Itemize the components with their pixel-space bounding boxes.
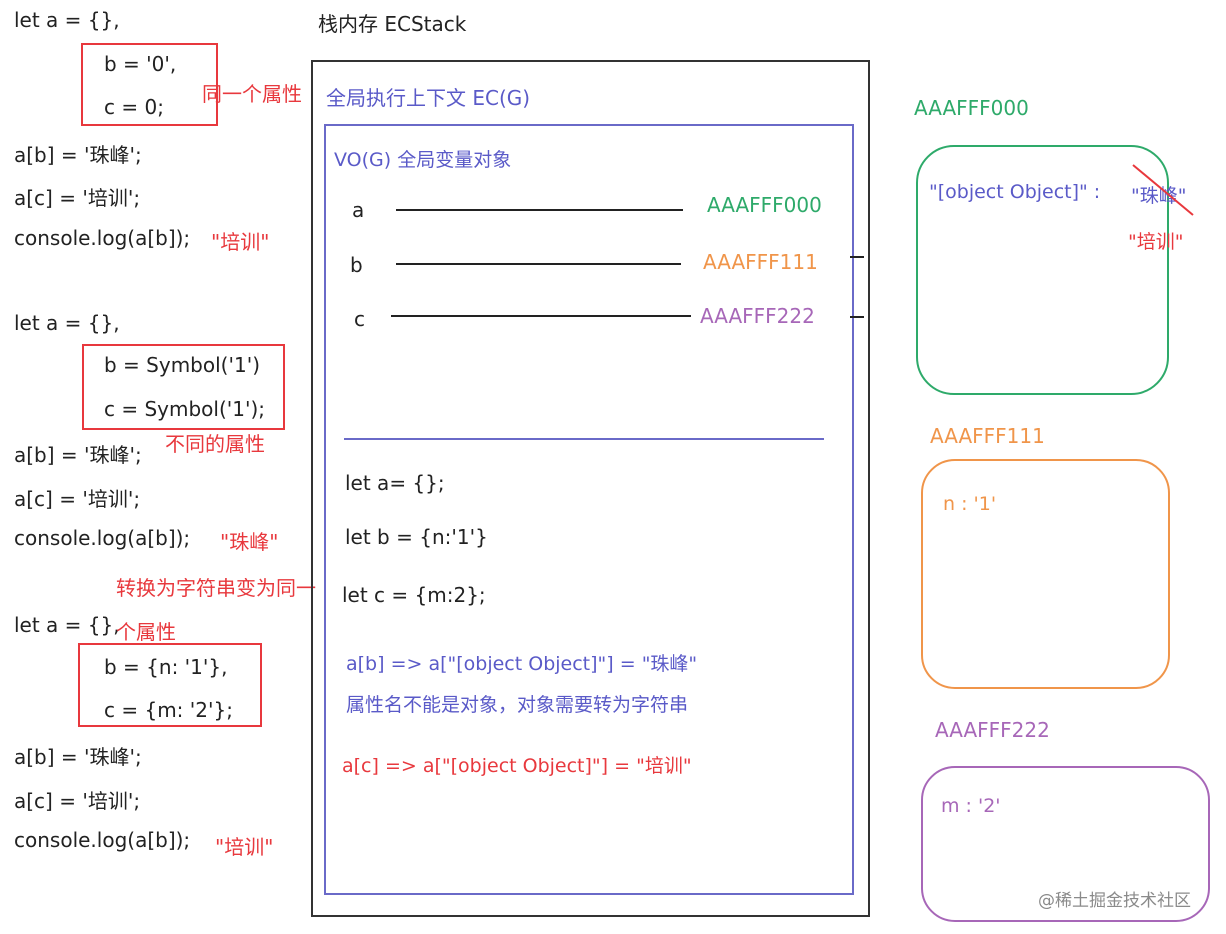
global-ec-box [324,124,854,895]
heap-object-2 [921,766,1210,922]
ecstack-frame [311,60,870,917]
code-line: console.log(a[b]); [14,226,191,250]
code-let-c: let c = {m:2}; [342,583,486,607]
annotation-converted-to-string: 转换为字符串变为同一 [116,576,316,600]
heap-obj0-old-value: "珠峰" [1131,185,1187,207]
watermark: @稀土掘金技术社区 [1038,891,1191,911]
code-line: console.log(a[b]); [14,526,191,550]
heap-obj2-content: m : '2' [941,795,1001,817]
heap-obj0-address: AAAFFF000 [914,96,1029,120]
heap-obj2-address: AAAFFF222 [935,718,1050,742]
code-line: a[b] = '珠峰'; [14,745,142,769]
highlight-box [78,643,262,727]
vo-title: VO(G) 全局变量对象 [334,149,512,171]
heap-obj1-content: n : '1' [943,493,997,515]
annotation-same-property: 同一个属性 [202,82,302,106]
explain-line-2: 属性名不能是对象，对象需要转为字符串 [346,694,689,716]
code-line: c = {m: '2'}; [104,698,233,722]
code-line: a[c] = '培训'; [14,487,141,511]
var-a-label: a [352,198,365,222]
divider [344,438,824,440]
pointer-line-c [391,315,691,317]
code-let-b: let b = {n:'1'} [345,525,488,549]
pointer-line-a [396,209,683,211]
strike-through-mark [1132,164,1194,216]
connector-tick [850,316,864,318]
code-line: let a = {}, [14,8,120,32]
stack-title: 栈内存 ECStack [318,12,467,36]
heap-object-0 [916,145,1169,395]
connector-tick [850,256,864,258]
code-line: let a = {}, [14,311,120,335]
code-line: c = Symbol('1'); [104,397,266,421]
highlight-box [82,344,285,430]
code-let-a: let a= {}; [345,471,445,495]
heap-object-1 [921,459,1170,689]
code-line: a[c] = '培训'; [14,789,141,813]
code-line: console.log(a[b]); [14,828,191,852]
result-output: "培训" [211,230,270,254]
var-c-address: AAAFFF222 [700,304,815,328]
code-line: b = {n: '1'}, [104,655,228,679]
heap-obj0-new-value: "培训" [1128,231,1184,253]
var-a-address: AAAFFF000 [707,193,822,217]
code-line: a[b] = '珠峰'; [14,143,142,167]
pointer-line-b [396,263,681,265]
result-output: "珠峰" [220,530,279,554]
code-line: b = '0', [104,52,177,76]
var-b-address: AAAFFF111 [703,250,818,274]
result-output: "培训" [215,835,274,859]
var-c-label: c [354,307,365,331]
var-b-label: b [350,253,363,277]
heap-obj1-address: AAAFFF111 [930,424,1045,448]
explain-line-1: a[b] => a["[object Object]"] = "珠峰" [346,653,698,675]
code-line: a[c] = '培训'; [14,186,141,210]
code-line: a[b] = '珠峰'; [14,443,142,467]
code-line: b = Symbol('1') [104,353,260,377]
annotation-different-property: 不同的属性 [165,432,265,456]
highlight-box [81,43,218,126]
explain-line-3: a[c] => a["[object Object]"] = "培训" [342,755,692,777]
annotation-same-property-2: 个属性 [116,620,176,644]
code-line: let a = {}, [14,613,120,637]
code-line: c = 0; [104,95,164,119]
global-ec-title: 全局执行上下文 EC(G) [326,86,531,110]
heap-obj0-key: "[object Object]" : [929,181,1101,203]
